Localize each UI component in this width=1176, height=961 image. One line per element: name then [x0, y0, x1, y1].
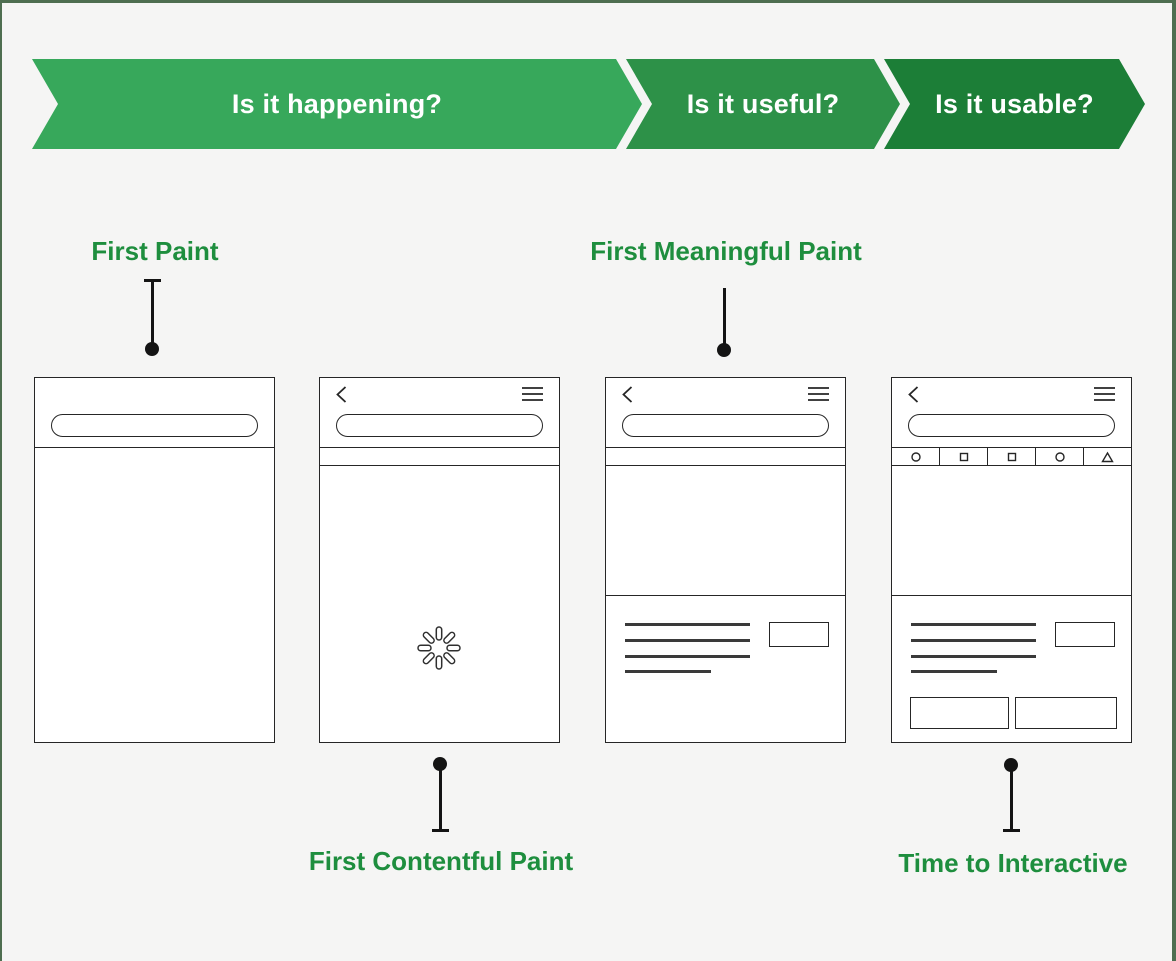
hamburger-menu-icon	[808, 386, 829, 402]
url-bar	[336, 414, 543, 437]
phone-mockup-first-contentful-paint	[319, 377, 560, 743]
banner-segment-label: Is it happening?	[231, 88, 443, 119]
toolbar-strip	[320, 448, 559, 466]
phone-mockup-first-meaningful-paint	[605, 377, 846, 743]
triangle-icon	[1084, 448, 1131, 465]
banner-segment-is-it-happening: Is it happening?	[32, 59, 642, 149]
first-paint-label: First Paint	[91, 236, 219, 266]
time-to-interactive-connector-cap	[1003, 829, 1020, 832]
text-skeleton-line	[911, 623, 1036, 626]
phone-mockup-time-to-interactive	[891, 377, 1132, 743]
hamburger-menu-icon	[522, 386, 543, 402]
square-icon	[940, 448, 988, 465]
circle-icon	[892, 448, 940, 465]
toolbar-icon-row	[892, 448, 1131, 466]
first-contentful-paint-connector-cap	[432, 829, 449, 832]
wireframe-action-button	[910, 697, 1009, 729]
url-bar	[908, 414, 1115, 437]
back-chevron-icon	[335, 385, 348, 404]
text-skeleton-line	[911, 670, 997, 673]
toolbar-strip	[606, 448, 845, 466]
phone-mockup-first-paint	[34, 377, 275, 743]
back-chevron-icon	[907, 385, 920, 404]
circle-icon	[1036, 448, 1084, 465]
url-bar	[51, 414, 258, 437]
time-to-interactive-connector-line	[1010, 769, 1013, 831]
phone-header	[606, 378, 845, 448]
text-skeleton-line	[625, 655, 750, 658]
banner-segment-label: Is it useful?	[686, 88, 840, 119]
phone-header	[35, 378, 274, 448]
first-paint-connector-dot	[145, 342, 159, 356]
banner-segment-label: Is it usable?	[935, 88, 1094, 119]
wireframe-button	[769, 622, 829, 647]
hamburger-menu-icon	[1094, 386, 1115, 402]
text-skeleton-line	[625, 670, 711, 673]
first-contentful-paint-connector-line	[439, 768, 442, 831]
banner-segment-is-it-useful: Is it useful?	[626, 59, 900, 149]
text-skeleton-line	[911, 655, 1036, 658]
hero-image-block	[892, 466, 1131, 596]
time-to-interactive-label: Time to Interactive	[898, 848, 1128, 878]
text-skeleton-line	[625, 639, 750, 642]
banner-segment-is-it-usable: Is it usable?	[884, 59, 1145, 149]
text-skeleton-line	[625, 623, 750, 626]
wireframe-action-button	[1015, 697, 1117, 729]
square-icon	[988, 448, 1036, 465]
wireframe-button	[1055, 622, 1115, 647]
text-skeleton-line	[911, 639, 1036, 642]
first-contentful-paint-label: First Contentful Paint	[308, 846, 574, 876]
first-meaningful-paint-connector-dot	[717, 343, 731, 357]
first-meaningful-paint-connector-line	[723, 288, 726, 346]
loading-spinner-icon	[412, 621, 466, 675]
first-meaningful-paint-label: First Meaningful Paint	[590, 236, 862, 266]
first-contentful-paint-connector-dot	[433, 757, 447, 771]
phone-header	[892, 378, 1131, 448]
phone-header	[320, 378, 559, 448]
hero-image-block	[606, 466, 845, 596]
url-bar	[622, 414, 829, 437]
back-chevron-icon	[621, 385, 634, 404]
time-to-interactive-connector-dot	[1004, 758, 1018, 772]
first-paint-connector-line	[151, 280, 154, 345]
